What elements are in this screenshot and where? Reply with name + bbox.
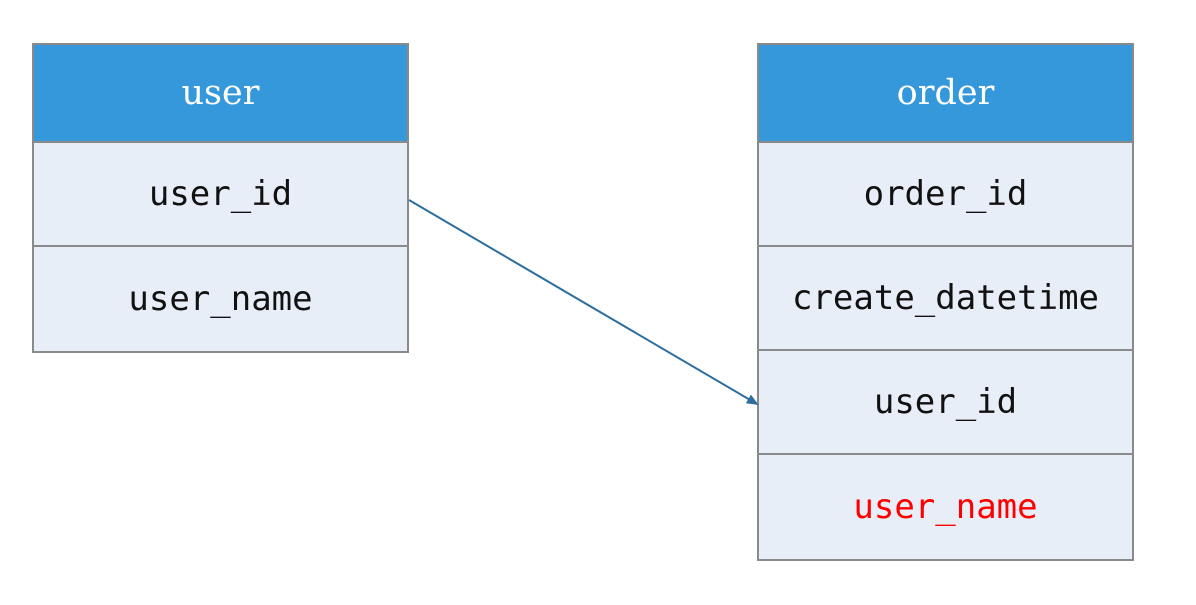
user-field-user-id: user_id [34, 143, 407, 247]
order-field-user-name: user_name [853, 487, 1038, 527]
order-field-order-id: order_id [759, 143, 1132, 247]
user-field-user-name: user_name [128, 279, 313, 319]
user-table: user user_id user_name [32, 43, 409, 353]
order-field-create-datetime: create_datetime [759, 247, 1132, 351]
user-table-title: user [34, 45, 407, 143]
order-table: order order_id create_datetime user_id u… [757, 43, 1134, 561]
order-field-user-id: user_id [759, 351, 1132, 455]
order-table-title: order [759, 45, 1132, 143]
relation-arrow-line [408, 199, 759, 406]
